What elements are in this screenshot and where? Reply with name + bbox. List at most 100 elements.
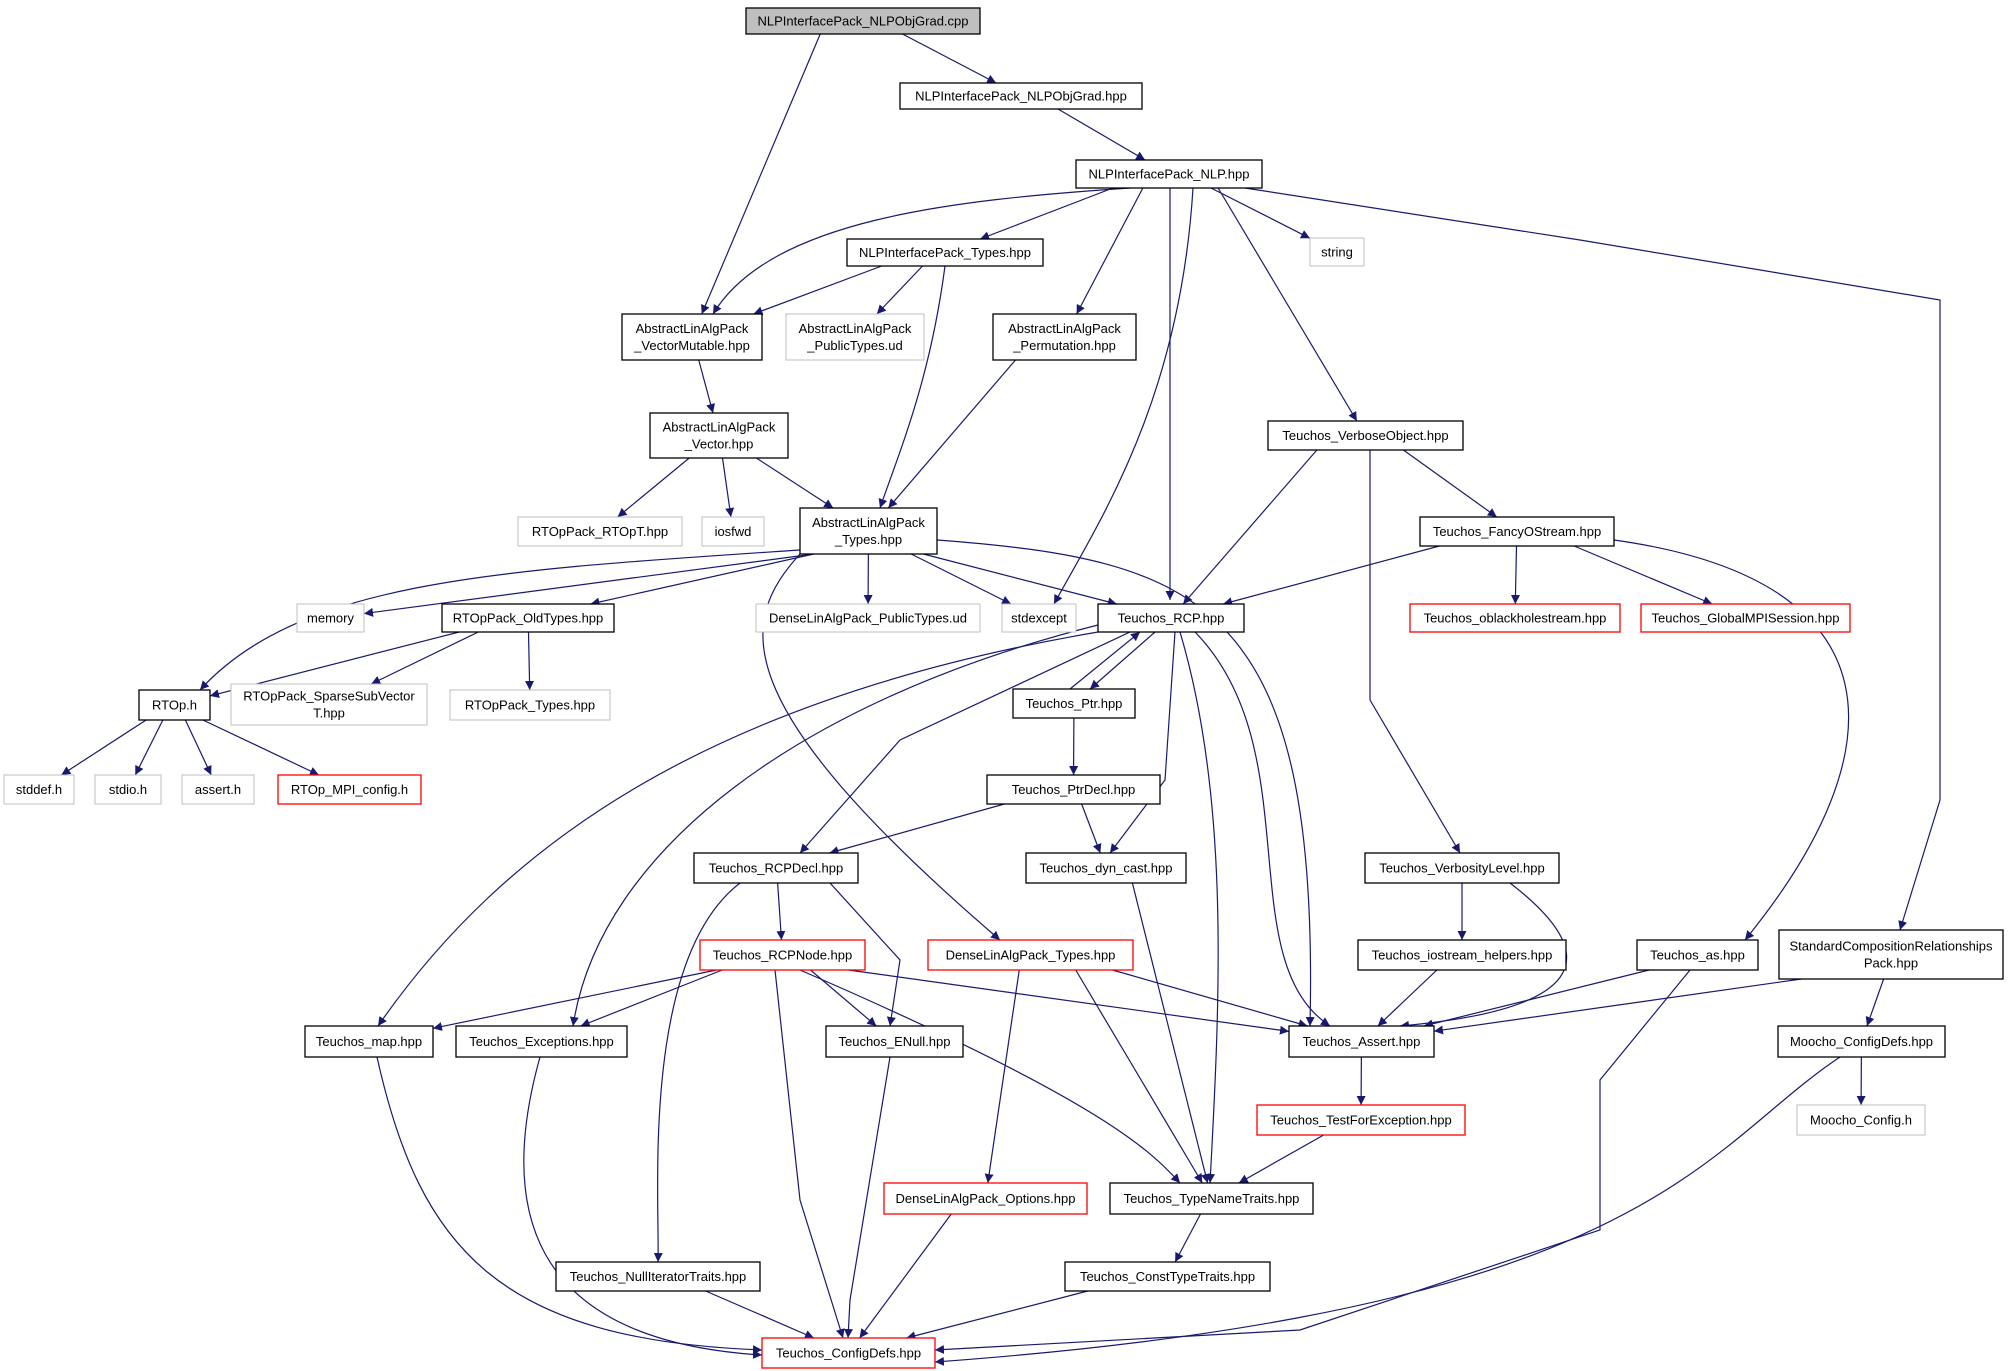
node-root[interactable]: NLPInterfacePack_NLPObjGrad.cpp	[745, 7, 981, 35]
edge-nlp_hpp-to-stdexcept	[1053, 187, 1194, 605]
node-rcpdecl[interactable]: Teuchos_RCPDecl.hpp	[693, 852, 859, 884]
node-pubtypes-ud[interactable]: AbstractLinAlgPack_PublicTypes.ud	[785, 313, 925, 361]
edge-dyncast-to-typename	[1131, 882, 1210, 1184]
node-testexc[interactable]: Teuchos_TestForException.hpp	[1256, 1104, 1466, 1136]
node-iohelpers[interactable]: Teuchos_iostream_helpers.hpp	[1357, 939, 1567, 971]
node-box	[1288, 1025, 1435, 1058]
node-label: Teuchos_FancyOStream.hpp	[1433, 524, 1601, 539]
node-rtoph[interactable]: RTOp.h	[138, 689, 211, 721]
node-label: Teuchos_Exceptions.hpp	[469, 1034, 614, 1049]
node-dense-pub[interactable]: DenseLinAlgPack_PublicTypes.ud	[755, 603, 981, 633]
edge-vecmut-to-vector	[698, 359, 715, 414]
node-configdefs[interactable]: Teuchos_ConfigDefs.hpp	[761, 1337, 936, 1369]
node-consttype[interactable]: Teuchos_ConstTypeTraits.hpp	[1064, 1261, 1271, 1292]
node-label: Teuchos_as.hpp	[1650, 948, 1745, 963]
node-label: Pack.hpp	[1864, 956, 1918, 971]
edge-consttype-to-configdefs	[906, 1290, 1088, 1341]
node-label: memory	[307, 611, 354, 626]
node-vecmut[interactable]: AbstractLinAlgPack_VectorMutable.hpp	[621, 313, 763, 361]
node-stddef[interactable]: stddef.h	[3, 774, 75, 805]
node-label: AbstractLinAlgPack	[799, 321, 912, 336]
node-perm[interactable]: AbstractLinAlgPack_Permutation.hpp	[992, 313, 1137, 361]
edge-alatypes-to-rcp	[923, 553, 1117, 607]
node-box	[621, 313, 763, 361]
node-box	[1777, 1025, 1946, 1058]
edge-rcp-to-ptr	[1089, 631, 1156, 690]
edge-nlp_hpp-to-string	[1210, 187, 1311, 239]
node-rtopt[interactable]: RTOpPack_RTOpT.hpp	[517, 516, 683, 547]
node-string[interactable]: string	[1309, 237, 1365, 267]
node-label: RTOp_MPI_config.h	[291, 782, 408, 797]
edge-densetypes-to-denseopts	[984, 969, 1020, 1184]
node-ptr[interactable]: Teuchos_Ptr.hpp	[1012, 688, 1136, 719]
edge-nulliter-to-configdefs	[705, 1290, 815, 1339]
edge-nlp_hpp-to-vecmut	[712, 187, 1131, 315]
node-memory[interactable]: memory	[296, 603, 365, 633]
node-gmpi[interactable]: Teuchos_GlobalMPISession.hpp	[1640, 603, 1851, 633]
node-box	[1064, 1261, 1271, 1292]
edge-root-to-objgrad_hpp	[902, 33, 997, 84]
node-densetypes[interactable]: DenseLinAlgPack_Types.hpp	[927, 939, 1134, 971]
node-fancy[interactable]: Teuchos_FancyOStream.hpp	[1419, 516, 1615, 547]
edge-ptr-to-rcp	[1069, 631, 1141, 690]
node-label: T.hpp	[313, 706, 345, 721]
node-box	[277, 774, 422, 805]
node-label: Teuchos_iostream_helpers.hpp	[1372, 948, 1553, 963]
node-label: DenseLinAlgPack_PublicTypes.ud	[769, 611, 967, 626]
node-mconfig[interactable]: Moocho_Config.h	[1796, 1104, 1926, 1136]
node-nulliter[interactable]: Teuchos_NullIteratorTraits.hpp	[555, 1261, 761, 1292]
node-alatypes[interactable]: AbstractLinAlgPack_Types.hpp	[799, 507, 938, 555]
node-denseopts[interactable]: DenseLinAlgPack_Options.hpp	[883, 1182, 1088, 1215]
node-label: Teuchos_TypeNameTraits.hpp	[1124, 1191, 1300, 1206]
node-label: Teuchos_VerbosityLevel.hpp	[1379, 861, 1545, 876]
node-label: Teuchos_ENull.hpp	[838, 1034, 950, 1049]
node-stdio[interactable]: stdio.h	[94, 774, 162, 805]
node-oblack[interactable]: Teuchos_oblackholestream.hpp	[1409, 603, 1621, 633]
node-enull[interactable]: Teuchos_ENull.hpp	[825, 1025, 964, 1058]
node-rtoptypes[interactable]: RTOpPack_Types.hpp	[449, 689, 611, 721]
node-mpiconfig[interactable]: RTOp_MPI_config.h	[277, 774, 422, 805]
edge-verbose-to-rcp	[1182, 449, 1318, 605]
node-label: Teuchos_RCPDecl.hpp	[709, 861, 843, 876]
node-typename[interactable]: Teuchos_TypeNameTraits.hpp	[1109, 1182, 1314, 1215]
edge-exceptions-to-configdefs	[523, 1056, 763, 1359]
node-label: RTOpPack_OldTypes.hpp	[453, 611, 604, 626]
node-box	[449, 689, 611, 721]
node-vector[interactable]: AbstractLinAlgPack_Vector.hpp	[649, 412, 789, 459]
node-box	[455, 1025, 628, 1058]
node-tassert[interactable]: Teuchos_Assert.hpp	[1288, 1025, 1435, 1058]
node-exceptions[interactable]: Teuchos_Exceptions.hpp	[455, 1025, 628, 1058]
edge-rcp-to-typename	[1179, 631, 1219, 1184]
node-mconfigdefs[interactable]: Moocho_ConfigDefs.hpp	[1777, 1025, 1946, 1058]
edge-alatypes-to-oldtypes	[590, 553, 814, 607]
node-iosfwd[interactable]: iosfwd	[701, 516, 765, 547]
node-nlp-types[interactable]: NLPInterfacePack_Types.hpp	[846, 238, 1044, 267]
node-nlp-hpp[interactable]: NLPInterfacePack_NLP.hpp	[1075, 159, 1263, 189]
edge-verbose-to-verblevel	[1369, 450, 1461, 854]
node-assert-h[interactable]: assert.h	[181, 774, 255, 805]
node-rcpnode[interactable]: Teuchos_RCPNode.hpp	[699, 939, 866, 971]
node-rcp[interactable]: Teuchos_RCP.hpp	[1097, 603, 1245, 633]
node-stdexcept[interactable]: stdexcept	[1001, 603, 1077, 633]
edge-map-to-configdefs	[376, 1056, 763, 1355]
node-verbose[interactable]: Teuchos_VerboseObject.hpp	[1267, 420, 1464, 451]
node-ptrdecl[interactable]: Teuchos_PtrDecl.hpp	[986, 774, 1161, 805]
node-verblevel[interactable]: Teuchos_VerbosityLevel.hpp	[1364, 852, 1560, 884]
node-box	[517, 516, 683, 547]
node-oldtypes[interactable]: RTOpPack_OldTypes.hpp	[441, 603, 615, 633]
edge-rtoph-to-stdio	[134, 719, 164, 776]
node-objgrad-hpp[interactable]: NLPInterfacePack_NLPObjGrad.hpp	[899, 82, 1143, 110]
node-label: AbstractLinAlgPack	[1008, 321, 1121, 336]
node-label: RTOpPack_SparseSubVector	[243, 689, 415, 704]
edge-objgrad_hpp-to-nlp_hpp	[1057, 108, 1146, 161]
node-box	[1012, 688, 1136, 719]
edge-verblevel-to-tassert	[1399, 882, 1567, 1030]
node-as[interactable]: Teuchos_as.hpp	[1636, 939, 1759, 971]
node-box	[693, 852, 859, 884]
node-dyncast[interactable]: Teuchos_dyn_cast.hpp	[1025, 852, 1187, 884]
node-map[interactable]: Teuchos_map.hpp	[304, 1025, 434, 1058]
node-label: RTOp.h	[152, 698, 197, 713]
node-box	[3, 774, 75, 805]
